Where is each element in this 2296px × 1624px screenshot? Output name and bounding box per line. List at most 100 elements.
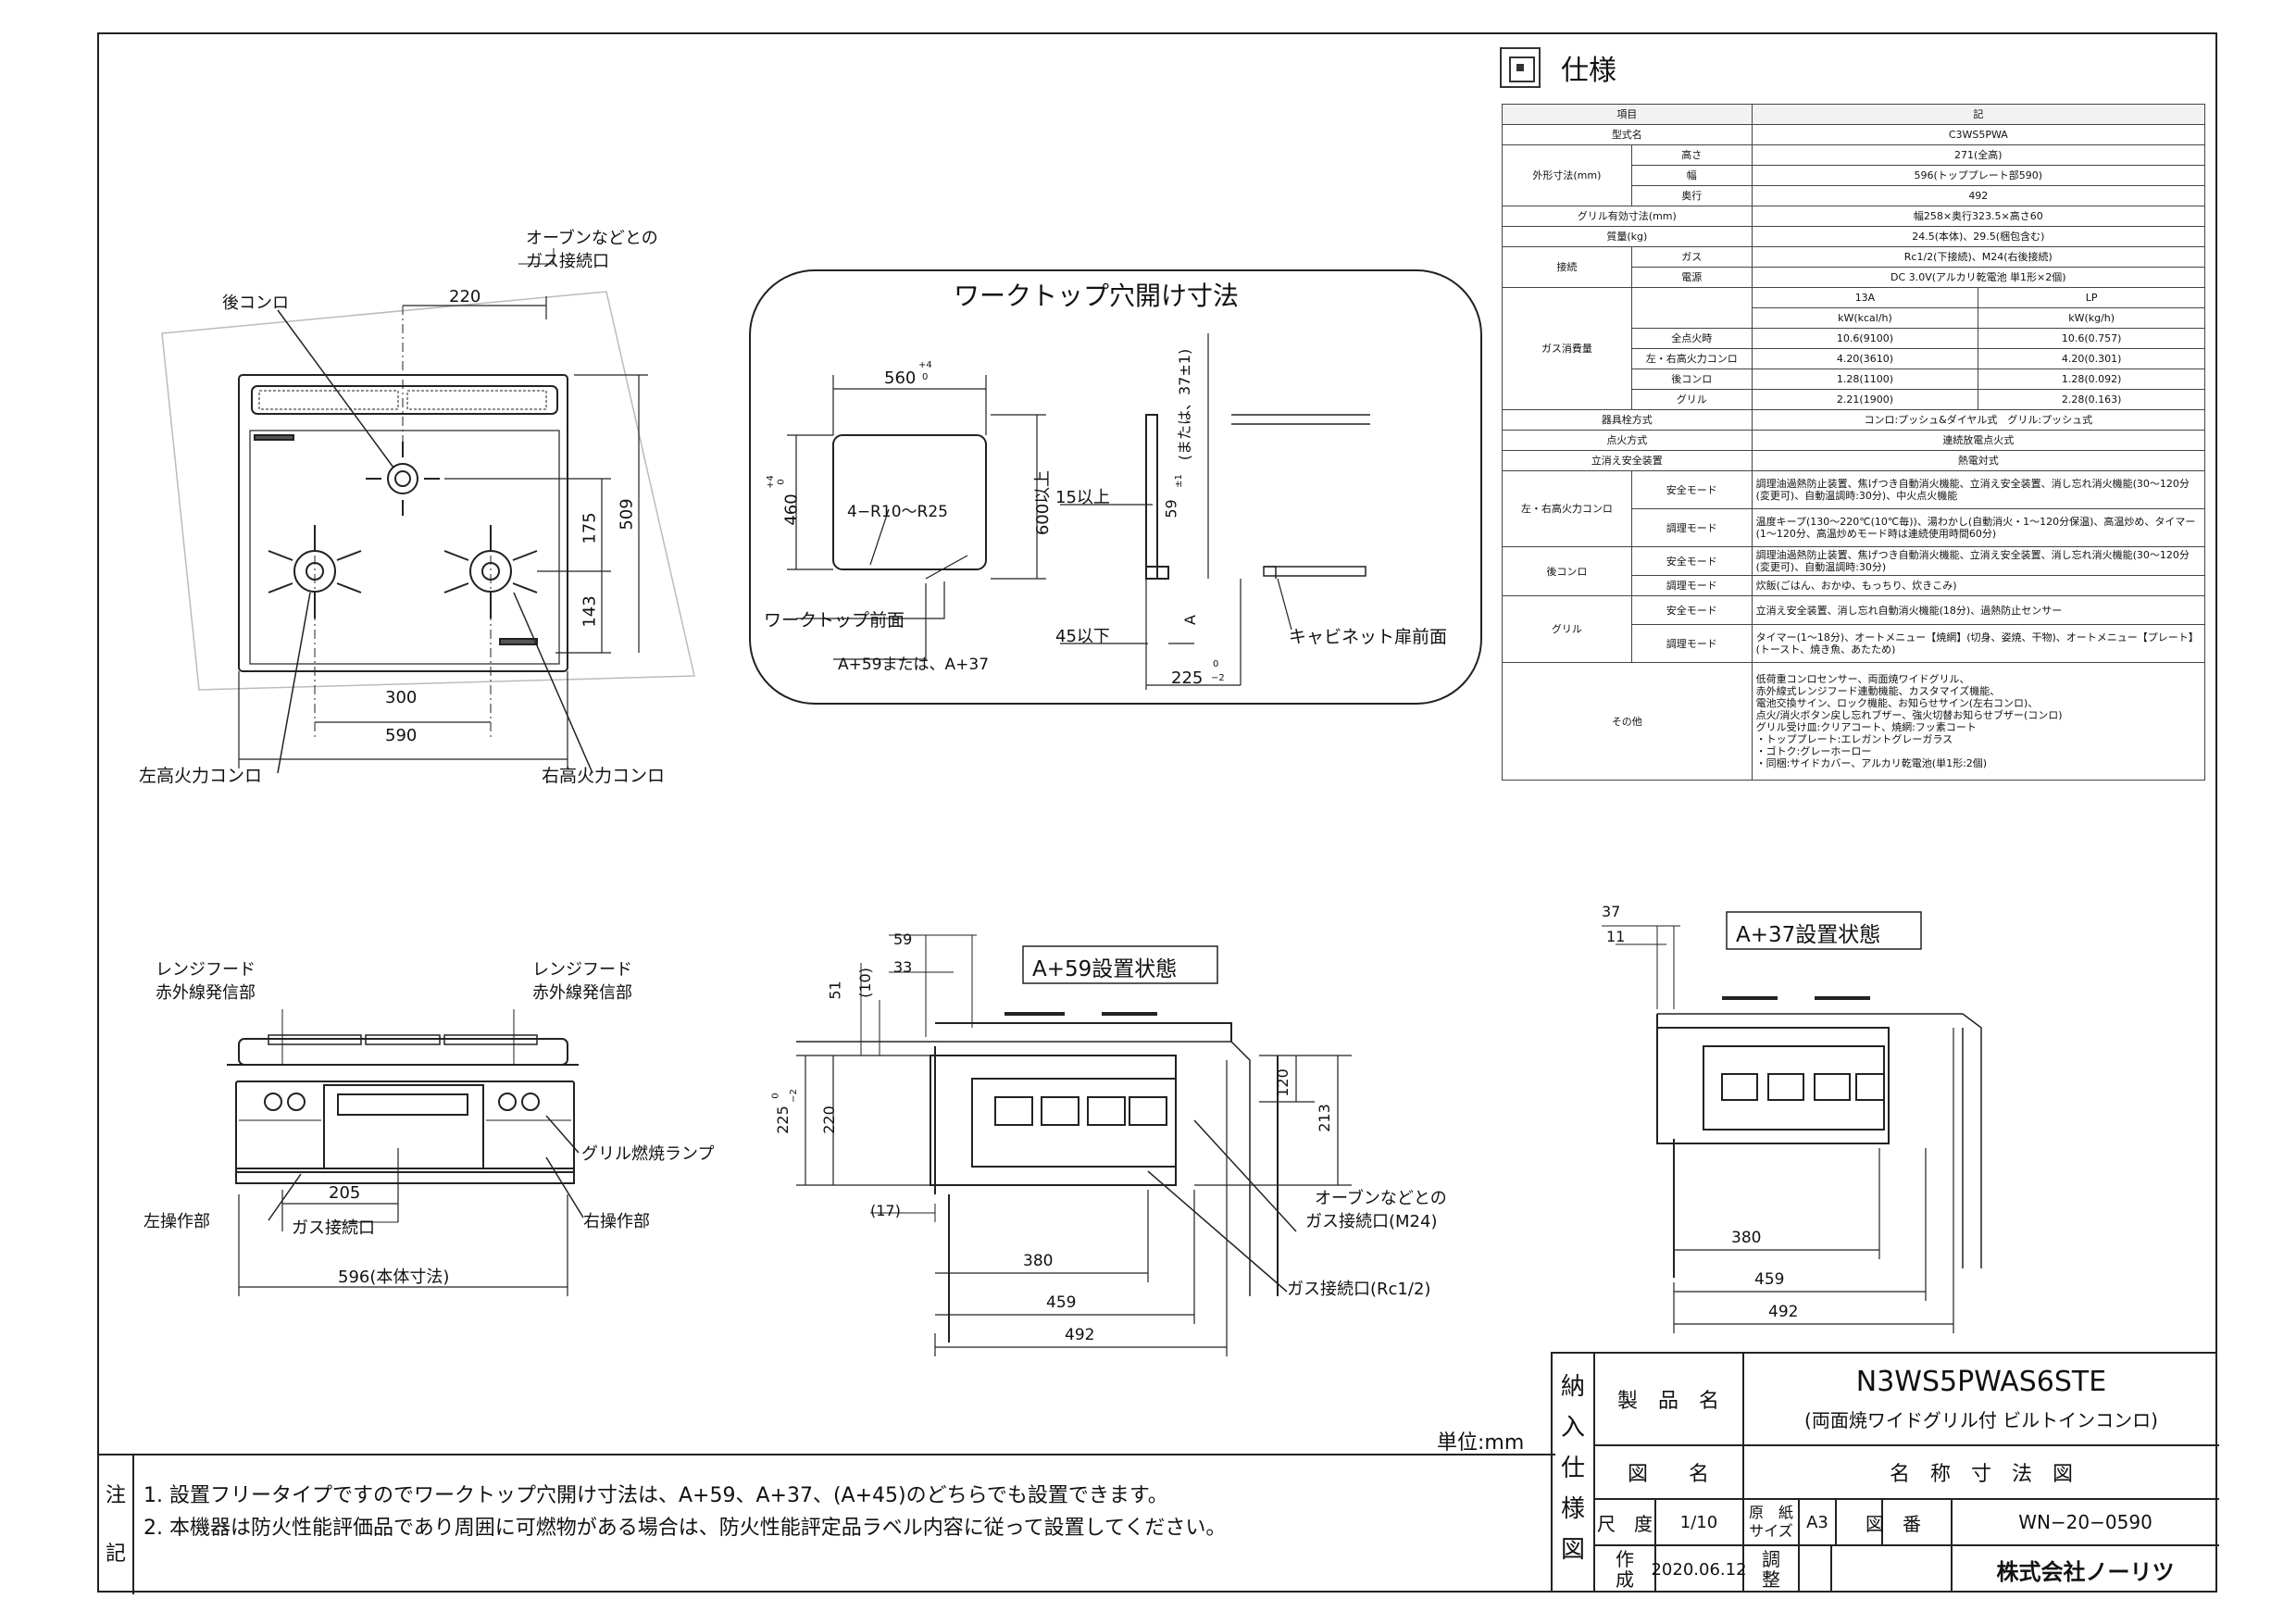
spec-value: Rc1/2(下接続)、M24(右後接続)	[1751, 246, 2206, 268]
spec-other-line: 点火/消火ボタン戻し忘れブザー、強火切替お知らせブザー(コンロ)	[1755, 709, 2063, 721]
spec-label: 器具栓方式	[1502, 409, 1753, 431]
dim-460: 460	[781, 493, 802, 526]
spec-other-line: 赤外線式レンジフード連動機能、カスタマイズ機能、	[1755, 685, 2001, 697]
spec-value: 271(全高)	[1751, 144, 2206, 166]
drawing-name: 名 称 寸 法 図	[1889, 1463, 2073, 1486]
dim-460-tol-plus: +4	[765, 475, 776, 489]
spec-label: 後コンロ	[1502, 546, 1632, 596]
dim-10: (10)	[855, 968, 874, 998]
dim-143: 143	[580, 595, 600, 628]
spec-header-value: 記	[1751, 104, 2206, 125]
spec-value: 4.20(0.301)	[1978, 348, 2205, 369]
made-label-1: 作	[1616, 1548, 1634, 1570]
spec-label: 質量(kg)	[1502, 226, 1753, 247]
spec-label: 調理モード	[1630, 575, 1753, 596]
drawing-frame	[97, 32, 2217, 1593]
dim-175: 175	[580, 512, 600, 544]
dim-59-side: 59	[893, 931, 913, 948]
right-control-label: 右操作部	[583, 1212, 650, 1231]
hood-left-label-1: レンジフード	[156, 960, 256, 980]
title-vertical-char: 図	[1560, 1536, 1585, 1564]
cutout-title: ワークトップ穴開け寸法	[954, 281, 1240, 311]
dim-51: 51	[826, 981, 844, 1000]
dim-225-side: 225	[773, 1106, 792, 1134]
spec-value: 4.20(3610)	[1751, 348, 1979, 369]
spec-label: 調理モード	[1630, 508, 1753, 547]
spec-value: 2.28(0.163)	[1978, 389, 2205, 410]
spec-value: 1.28(0.092)	[1978, 369, 2205, 390]
spec-label: 安全モード	[1630, 595, 1753, 625]
spec-value: 調理油過熱防止装置、焦げつき自動消火機能、立消え安全装置、消し忘れ消火機能(30…	[1751, 546, 2206, 576]
product-label: 製 品 名	[1616, 1390, 1719, 1413]
dim-213: 213	[1315, 1104, 1333, 1132]
side59-dim-459: 459	[1046, 1293, 1077, 1312]
dim-225-tol-2: −2	[1211, 673, 1225, 683]
dim-220: 220	[449, 287, 481, 306]
spec-label: 左・右高火力コンロ	[1502, 470, 1632, 547]
spec-value: 温度キープ(130〜220℃(10℃毎))、湯わかし(自動消火・1〜120分保温…	[1751, 508, 2206, 547]
made-date: 2020.06.12	[1651, 1559, 1747, 1580]
dim-11: 11	[1606, 928, 1626, 945]
spec-value: 1.28(1100)	[1751, 369, 1979, 390]
title-vertical-char: 納	[1560, 1373, 1585, 1401]
radius-label: 4−R10〜R25	[847, 503, 948, 521]
side59-oven-label-1: オーブンなどとの	[1315, 1189, 1447, 1208]
spec-value: 10.6(0.757)	[1978, 328, 2205, 349]
side59-dim-380: 380	[1023, 1252, 1054, 1270]
spec-value: 連続放電点火式	[1751, 430, 2206, 451]
dim-59: 59	[1162, 499, 1180, 518]
a59-label: A+59または、A+37	[838, 656, 990, 674]
dim-A: A	[1180, 615, 1199, 625]
dim-509: 509	[617, 498, 637, 531]
right-burner-label: 右高火力コンロ	[542, 766, 666, 786]
side59-oven-label-2: ガス接続口(M24)	[1305, 1212, 1438, 1231]
drawing-no: WN−20−0590	[2018, 1511, 2152, 1533]
spec-label: 調理モード	[1630, 624, 1753, 663]
dim-120: 120	[1273, 1068, 1292, 1097]
spec-other-line: 低荷重コンロセンサー、両面焼ワイドグリル、	[1755, 673, 1970, 685]
front-view-drawing	[227, 1009, 584, 1296]
drawing-label: 図 名	[1627, 1463, 1709, 1486]
spec-label: 安全モード	[1630, 470, 1753, 509]
dim-600: 600以上	[1033, 469, 1054, 536]
spec-label: グリル	[1502, 595, 1632, 663]
side59-dim-492: 492	[1065, 1326, 1095, 1344]
title-vertical-char: 入	[1560, 1414, 1585, 1442]
spec-label: グリル	[1630, 389, 1753, 410]
made-label: 作 成	[1595, 1546, 1654, 1593]
dim-37-alt: (または、37±1)	[1176, 348, 1194, 461]
paper-value: A3	[1806, 1512, 1828, 1532]
dim-560: 560	[884, 369, 917, 388]
side37-dim-492: 492	[1768, 1303, 1799, 1321]
paper-label-2: サイズ	[1749, 1522, 1793, 1540]
spec-value: コンロ:プッシュ&ダイヤル式 グリル:プッシュ式	[1751, 409, 2206, 431]
dim-225: 225	[1171, 668, 1204, 688]
spec-label: 電源	[1630, 267, 1753, 288]
notes-side-char: 注	[106, 1484, 127, 1507]
note-1: 1. 設置フリータイプですのでワークトップ穴開け寸法は、A+59、A+37、(A…	[144, 1484, 1168, 1507]
spec-col-header: LP	[1978, 287, 2205, 308]
product-subtitle: (両面焼ワイドグリル付 ビルトインコンロ)	[1804, 1408, 2158, 1431]
spec-square-icon	[1500, 47, 1541, 88]
oven-gas-label-2: ガス接続口	[526, 252, 609, 271]
spec-value: 熱電対式	[1751, 450, 2206, 471]
unit-label: 単位:mm	[1437, 1431, 1525, 1455]
adjust-label-2: 整	[1762, 1568, 1780, 1591]
hood-left-label-2: 赤外線発信部	[156, 983, 256, 1003]
spec-label: 左・右高火力コンロ	[1630, 348, 1753, 369]
top-view-drawing	[161, 248, 695, 774]
spec-label: 高さ	[1630, 144, 1753, 166]
spec-unit: kW(kg/h)	[1978, 307, 2205, 329]
dim-560-tol-plus: +4	[918, 360, 932, 370]
dim-45: 45以下	[1055, 627, 1110, 646]
spec-label: 接続	[1502, 246, 1632, 288]
side37-dim-380: 380	[1731, 1229, 1762, 1247]
dim-225-side-tol-0: 0	[770, 1093, 781, 1099]
worktop-front-label: ワークトップ前面	[764, 610, 905, 631]
notes-side: 注 記	[97, 1455, 134, 1594]
notes-side-char: 記	[106, 1543, 127, 1566]
spec-value: 2.21(1900)	[1751, 389, 1979, 410]
side37-dim-459: 459	[1754, 1270, 1785, 1289]
notes-section: 注 記 1. 設置フリータイプですのでワークトップ穴開け寸法は、A+59、A+3…	[97, 1454, 1555, 1594]
